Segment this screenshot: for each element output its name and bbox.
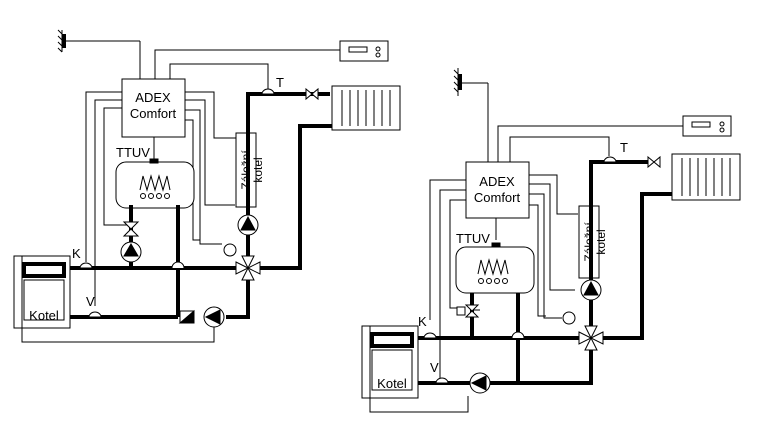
room-thermostat-icon	[154, 40, 389, 79]
room-thermostat-icon	[497, 115, 732, 162]
temperature-sensor-icon	[88, 311, 102, 318]
mixing-valve-icon	[562, 311, 604, 351]
main-boiler: Kotel	[361, 325, 419, 399]
valve-icon	[456, 304, 480, 318]
coil-icon	[477, 258, 509, 284]
antenna-icon	[57, 29, 141, 79]
valve-icon	[122, 221, 140, 237]
backup-boiler-label-line2: kotel	[251, 157, 265, 182]
main-boiler: Kotel	[13, 255, 71, 329]
controller-label-line2: Comfort	[130, 106, 177, 121]
temperature-sensor-icon	[79, 262, 93, 269]
boiler-label: Kotel	[377, 376, 407, 391]
antenna-icon	[453, 68, 489, 162]
sensor-t-label: T	[620, 140, 628, 155]
pump-icon	[203, 306, 225, 328]
tank-label: TTUV	[456, 231, 490, 246]
controller-label-line1: ADEX	[479, 174, 515, 189]
boiler-label: Kotel	[29, 308, 59, 323]
sensor-t-label: T	[276, 75, 284, 90]
temperature-sensor-icon	[423, 332, 437, 339]
pump-icon	[237, 214, 259, 236]
temperature-sensor-icon	[261, 88, 275, 95]
backup-boiler: Záložní kotel	[578, 205, 608, 279]
valve-icon	[647, 155, 661, 169]
hot-water-tank: TTUV	[455, 231, 535, 294]
pump-icon	[469, 372, 491, 394]
sensor-k-label: K	[72, 246, 81, 261]
sensor-v-label: V	[430, 360, 439, 375]
temperature-sensor-icon	[603, 156, 617, 163]
controller-label-line2: Comfort	[474, 190, 521, 205]
radiator-icon	[671, 153, 741, 201]
controller-label-line1: ADEX	[135, 90, 171, 105]
right-schematic: ADEX Comfort TTUV Záložní ko	[361, 68, 741, 413]
radiator-icon	[331, 85, 401, 131]
mixing-valve-icon	[223, 243, 261, 281]
pump-icon	[120, 241, 142, 263]
adex-comfort-controller: ADEX Comfort	[465, 161, 530, 219]
tank-label: TTUV	[116, 145, 150, 160]
sensor-v-label: V	[86, 294, 95, 309]
hot-water-tank: TTUV	[115, 145, 195, 209]
sensor-k-label: K	[418, 314, 427, 329]
backup-boiler: Záložní kotel	[235, 132, 265, 208]
pump-icon	[580, 279, 602, 301]
valve-icon	[305, 87, 319, 101]
left-schematic: ADEX Comfort TTUV Z	[13, 29, 401, 343]
adex-comfort-controller: ADEX Comfort	[121, 78, 186, 138]
temperature-sensor-icon	[435, 377, 449, 384]
coil-icon	[139, 174, 171, 199]
backup-boiler-label-line2: kotel	[594, 229, 608, 254]
